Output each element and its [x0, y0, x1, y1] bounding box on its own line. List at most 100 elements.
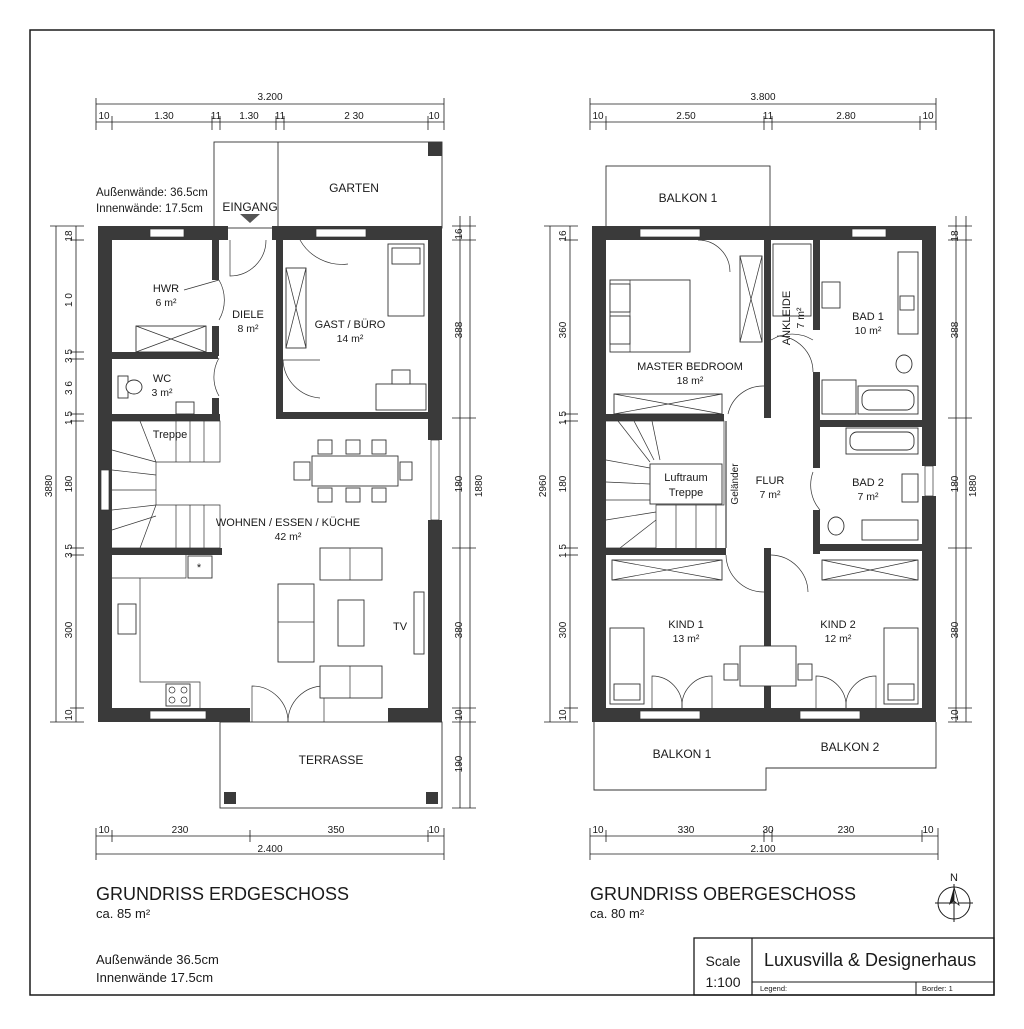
uf-dim-right-0: 18 — [950, 230, 961, 242]
title-block-border: Border: 1 — [922, 984, 953, 993]
uf-room-ankleide: ANKLEIDE — [781, 291, 793, 345]
svg-text:*: * — [197, 562, 202, 574]
uf-room-kind2: KIND 2 — [820, 619, 855, 631]
gf-wall-note-3: Außenwände 36.5cm — [96, 952, 219, 967]
uf-room-bad1-area: 10 m² — [855, 325, 882, 337]
uf-dim-top-total: 3.800 — [750, 92, 775, 103]
uf-dim-top-0: 10 — [592, 111, 604, 122]
gf-dim-top-total: 3.200 — [257, 92, 282, 103]
gf-exterior-walls — [98, 226, 442, 722]
gf-dim-left-0: 18 — [64, 230, 75, 242]
uf-room-master-area: 18 m² — [677, 375, 704, 387]
ground-floor-plan: 3.200 10 1.30 11 1.30 11 2 30 10 GARTEN … — [44, 92, 485, 985]
title-block: Scale 1:100 Luxusvilla & Designerhaus Le… — [693, 937, 995, 996]
gf-dim-left-total: 3880 — [44, 474, 55, 497]
uf-exterior-walls — [592, 226, 936, 722]
uf-dim-right-total: 1880 — [968, 474, 979, 497]
uf-dim-top-3: 2.80 — [836, 111, 856, 122]
uf-dim-left-6: 10 — [558, 709, 569, 721]
title-block-legend: Legend: — [760, 984, 787, 993]
uf-dim-bottom-4: 10 — [922, 825, 934, 836]
uf-doors — [651, 239, 877, 709]
uf-room-bad2: BAD 2 — [852, 477, 884, 489]
north-label: N — [950, 872, 958, 884]
uf-room-ankleide-area: 7 m² — [795, 307, 807, 329]
uf-dim-left-5: 300 — [558, 621, 569, 638]
uf-label-gelaender: Geländer — [730, 463, 741, 505]
gf-dim-left: 3880 18 1 0 3 5 3 6 1 5 180 3 5 300 10 — [44, 225, 84, 723]
uf-dim-bottom-3: 230 — [838, 825, 855, 836]
uf-dim-bottom-total: 2.100 — [750, 844, 775, 855]
gf-dim-right-1: 388 — [454, 321, 465, 338]
uf-label-balkon-top: BALKON 1 — [659, 191, 718, 205]
gf-room-wc: WC — [153, 373, 171, 385]
gf-dim-bottom-1: 230 — [172, 825, 189, 836]
uf-label-treppe: Treppe — [669, 487, 703, 499]
gf-dim-bottom-3: 10 — [428, 825, 440, 836]
uf-room-master: MASTER BEDROOM — [637, 361, 743, 373]
gf-interior-walls — [112, 240, 428, 555]
uf-dim-right-4: 10 — [950, 709, 961, 721]
title-block-project: Luxusvilla & Designerhaus — [764, 950, 976, 970]
gf-room-hwr: HWR — [153, 283, 179, 295]
uf-dim-left-total: 2960 — [538, 474, 549, 497]
uf-dim-right-2: 180 — [950, 475, 961, 492]
gf-dim-bottom-0: 10 — [98, 825, 110, 836]
gf-dim-top: 3.200 10 1.30 11 1.30 11 2 30 10 — [95, 92, 445, 130]
gf-dim-right-0: 16 — [454, 228, 465, 240]
gf-wall-note-2: Innenwände: 17.5cm — [96, 203, 203, 215]
uf-dim-left-4: 1 5 — [558, 544, 569, 558]
gf-room-hwr-area: 6 m² — [156, 297, 178, 309]
uf-label-balkon-bottom-left: BALKON 1 — [653, 747, 712, 761]
gf-dim-top-5: 2 30 — [344, 111, 364, 122]
gf-dim-left-2: 3 5 — [64, 349, 75, 363]
uf-room-bad1: BAD 1 — [852, 311, 884, 323]
gf-doors — [183, 239, 349, 723]
gf-dim-right-5: 190 — [454, 755, 465, 772]
gf-wall-note-4: Innenwände 17.5cm — [96, 970, 213, 985]
gf-dim-left-5: 180 — [64, 475, 75, 492]
gf-dim-top-2: 11 — [211, 111, 222, 122]
uf-dim-bottom-1: 330 — [678, 825, 695, 836]
north-arrow-icon: N — [935, 872, 973, 922]
uf-dim-bottom: 10 330 30 230 10 2.100 — [589, 825, 939, 860]
gf-dim-left-6: 3 5 — [64, 544, 75, 558]
gf-dim-bottom-total: 2.400 — [257, 844, 282, 855]
gf-dim-bottom: 10 230 350 10 2.400 — [95, 825, 445, 860]
uf-room-kind2-area: 12 m² — [825, 633, 852, 645]
gf-dim-top-4: 11 — [275, 111, 286, 122]
gf-room-wohnen-area: 42 m² — [275, 531, 302, 543]
gf-room-gast-area: 14 m² — [337, 333, 364, 345]
uf-dim-left-0: 16 — [558, 230, 569, 242]
gf-terrace — [219, 721, 443, 809]
uf-room-bad2-area: 7 m² — [858, 491, 880, 503]
uf-dim-right: 1880 18 388 180 380 10 — [948, 216, 979, 723]
uf-dim-top-4: 10 — [922, 111, 934, 122]
uf-dim-top-1: 2.50 — [676, 111, 696, 122]
uf-title: GRUNDRISS OBERGESCHOSS — [590, 884, 856, 904]
upper-floor-plan: 3.800 10 2.50 11 2.80 10 BALKON 1 — [538, 92, 979, 921]
gf-stair: Treppe — [111, 420, 221, 549]
uf-furniture: Luftraum Treppe Geländer — [605, 243, 919, 705]
uf-dim-bottom-2: 30 — [762, 825, 774, 836]
gf-dim-right-2: 180 — [454, 475, 465, 492]
gf-label-tv: TV — [393, 621, 408, 633]
uf-room-flur: FLUR — [756, 475, 785, 487]
gf-dim-top-6: 10 — [428, 111, 440, 122]
uf-interior-walls — [606, 240, 922, 708]
gf-area-total: ca. 85 m² — [96, 906, 151, 921]
uf-balcony-bottom — [593, 722, 937, 791]
gf-label-garten: GARTEN — [329, 181, 379, 195]
uf-dim-top: 3.800 10 2.50 11 2.80 10 — [589, 92, 937, 130]
uf-dim-left-1: 360 — [558, 321, 569, 338]
gf-garden-post — [428, 142, 442, 156]
gf-room-gast: GAST / BÜRO — [315, 319, 386, 331]
gf-room-diele-area: 8 m² — [238, 323, 260, 335]
gf-room-wc-area: 3 m² — [152, 387, 174, 399]
gf-label-eingang: EINGANG — [222, 200, 277, 214]
uf-dim-top-2: 11 — [763, 111, 774, 122]
gf-dim-top-3: 1.30 — [239, 111, 259, 122]
gf-dim-bottom-2: 350 — [328, 825, 345, 836]
